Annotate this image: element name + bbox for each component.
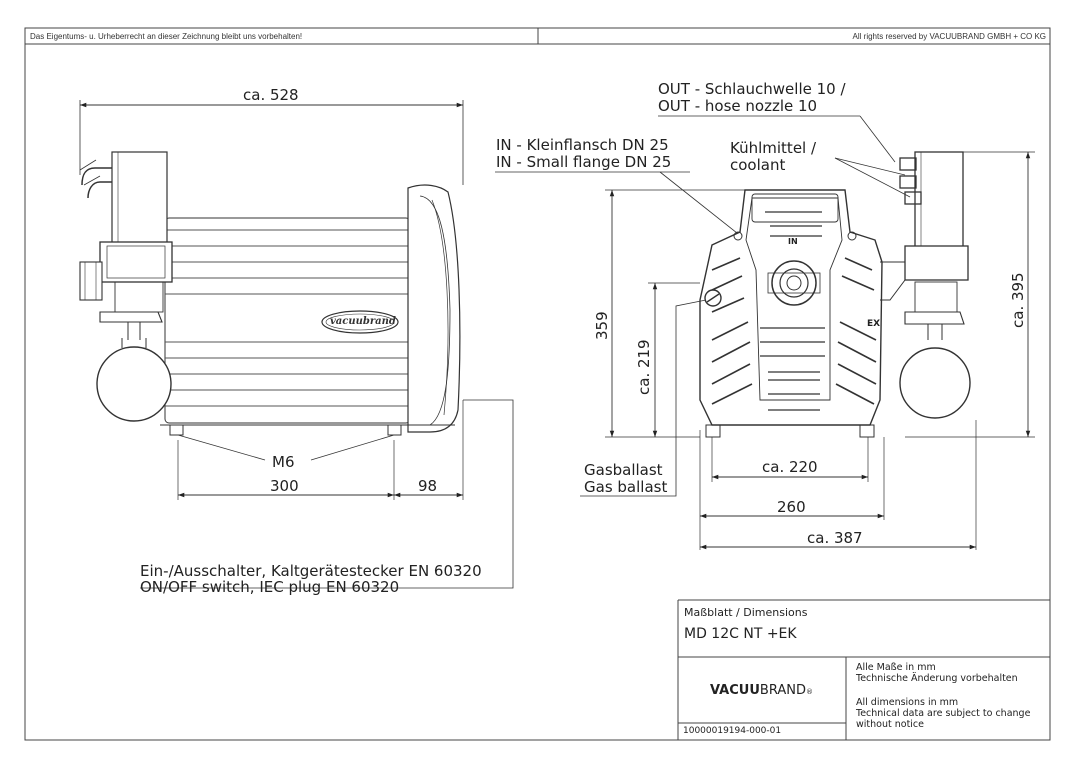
side-view-drawing [79, 100, 514, 589]
note-en-2: Technical data are subject to change [856, 708, 1031, 719]
inlet-mark: IN [788, 237, 798, 246]
dim-height-359: 359 [593, 311, 611, 340]
switch-label-de: Ein-/Ausschalter, Kaltgerätestecker EN 6… [140, 562, 482, 580]
note-de-1: Alle Maße in mm [856, 662, 936, 673]
note-en-1: All dimensions in mm [856, 697, 959, 708]
dim-width-387: ca. 387 [807, 529, 863, 547]
dim-width-total: ca. 528 [243, 86, 299, 104]
gasballast-label-de: Gasballast [584, 461, 663, 479]
dim-height-219: ca. 219 [635, 339, 653, 395]
dim-width-260: 260 [777, 498, 806, 516]
dim-foot-spacing: 300 [270, 477, 299, 495]
copyright-notice-en: All rights reserved by VACUUBRAND GMBH +… [852, 32, 1046, 41]
dim-rear-offset: 98 [418, 477, 438, 495]
brand-logo-regular: BRAND [759, 683, 806, 698]
gasballast-label-en: Gas ballast [584, 478, 668, 496]
front-view-drawing [495, 115, 1035, 550]
pump-logo: vacuubrand [330, 316, 396, 327]
dim-width-220: ca. 220 [762, 458, 818, 476]
switch-label-en: ON/OFF switch, IEC plug EN 60320 [140, 578, 400, 596]
note-de-2: Technische Änderung vorbehalten [856, 673, 1018, 684]
brand-logo-bold: VACUU [710, 683, 760, 698]
title-block-frame [677, 599, 1050, 740]
ex-mark: EX [867, 319, 881, 329]
brand-logo: VACUUBRAND® [710, 683, 813, 698]
note-en-3: without notice [856, 719, 924, 730]
out-label-de: OUT - Schlauchwelle 10 / [658, 80, 846, 98]
copyright-notice-de: Das Eigentums- u. Urheberrecht an dieser… [30, 32, 303, 41]
in-label-en: IN - Small flange DN 25 [496, 153, 672, 171]
thread-label: M6 [272, 453, 295, 471]
document-number: 10000019194-000-01 [683, 726, 782, 736]
sheet-label: Maßblatt / Dimensions [684, 606, 808, 619]
model-name: MD 12C NT +EK [684, 626, 797, 642]
out-label-en: OUT - hose nozzle 10 [658, 97, 818, 115]
in-label-de: IN - Kleinflansch DN 25 [496, 136, 669, 154]
dim-height-395: ca. 395 [1009, 272, 1027, 328]
coolant-label-en: coolant [730, 156, 786, 174]
coolant-label-de: Kühlmittel / [730, 139, 817, 157]
